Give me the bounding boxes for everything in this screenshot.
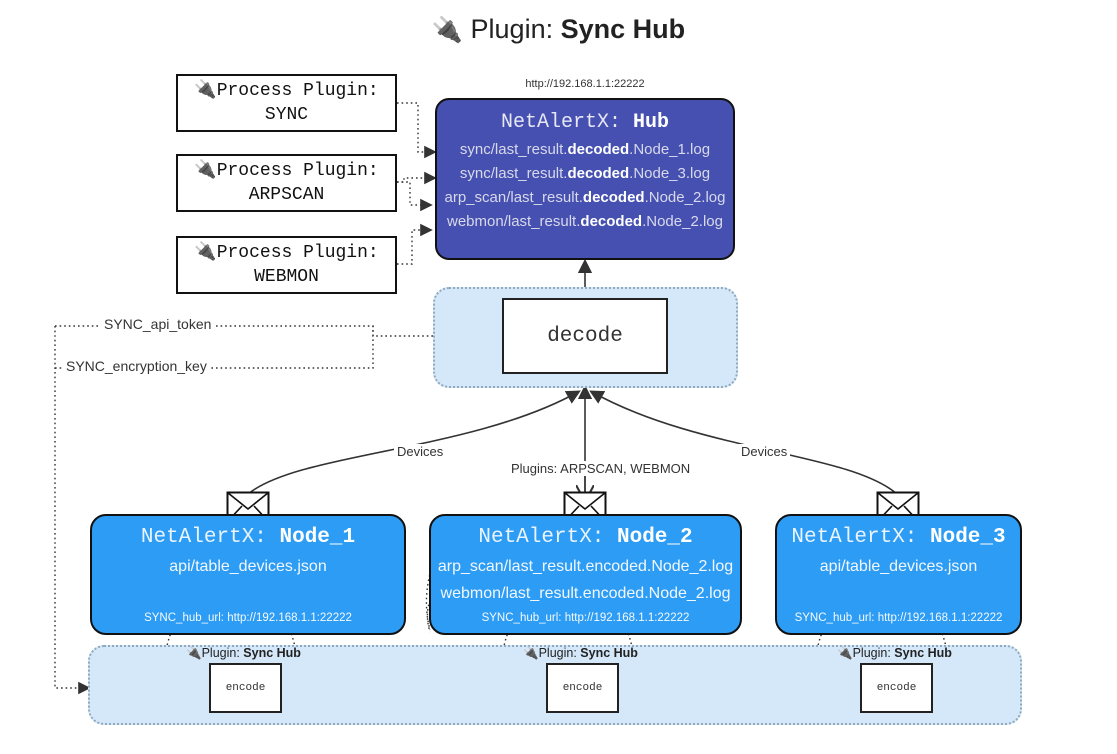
encode-plugin-label-3: 🔌Plugin: Sync Hub — [837, 646, 952, 660]
page-title-prefix: Plugin: — [470, 14, 561, 44]
encode-label-3: encode — [876, 682, 917, 694]
plug-icon: 🔌 — [194, 160, 217, 181]
hub-logline-3: arp_scan/last_result.decoded.Node_2.log — [444, 189, 726, 206]
node-box-2[interactable]: NetAlertX: Node_2 arp_scan/last_result.e… — [429, 514, 742, 635]
node-2-hub-url: SYNC_hub_url: http://192.168.1.1:22222 — [481, 612, 690, 624]
encode-plugin-label-2: 🔌Plugin: Sync Hub — [523, 646, 638, 660]
node-2-title: NetAlertX: Node_2 — [478, 526, 693, 549]
decode-label: decode — [547, 324, 623, 348]
hub-box[interactable]: NetAlertX: Hub sync/last_result.decoded.… — [435, 98, 735, 260]
decode-box[interactable]: decode — [502, 298, 668, 374]
plug-icon: 🔌 — [186, 646, 202, 660]
hub-logline-4: webmon/last_result.decoded.Node_2.log — [447, 213, 723, 230]
encode-label-2: encode — [562, 682, 603, 694]
process-plugin-webmon-line2: WEBMON — [254, 267, 319, 287]
process-plugin-sync-line1: 🔌Process Plugin: — [194, 80, 379, 101]
edge-label-devices-left: Devices — [394, 444, 447, 459]
node-1-line-1: api/table_devices.json — [169, 558, 327, 575]
node-3-line-1: api/table_devices.json — [819, 558, 978, 575]
edge-label-plugins-center: Plugins: ARPSCAN, WEBMON — [508, 461, 694, 476]
page-title: 🔌 Plugin: Sync Hub — [0, 14, 1117, 45]
process-plugin-sync[interactable]: 🔌Process Plugin: SYNC — [176, 74, 397, 132]
encode-label-1: encode — [225, 682, 266, 694]
encode-plugin-label-1: 🔌Plugin: Sync Hub — [186, 646, 301, 660]
encode-box-2[interactable]: encode — [546, 663, 619, 713]
plug-icon: 🔌 — [194, 242, 217, 263]
hub-logline-2: sync/last_result.decoded.Node_3.log — [459, 165, 711, 182]
plug-icon: 🔌 — [431, 16, 464, 44]
process-plugin-webmon[interactable]: 🔌Process Plugin: WEBMON — [176, 236, 397, 294]
process-plugin-sync-line2: SYNC — [264, 105, 309, 125]
edge-label-devices-right: Devices — [738, 444, 791, 459]
page-title-name: Sync Hub — [560, 14, 686, 44]
hub-title: NetAlertX: Hub — [500, 111, 670, 134]
encode-box-3[interactable]: encode — [860, 663, 933, 713]
process-plugin-arpscan-line2: ARPSCAN — [248, 185, 325, 205]
hub-url-label: http://192.168.1.1:22222 — [525, 78, 645, 90]
encode-box-1[interactable]: encode — [209, 663, 282, 713]
node-box-3[interactable]: NetAlertX: Node_3 api/table_devices.json… — [775, 514, 1022, 635]
plug-icon: 🔌 — [837, 646, 853, 660]
sync-api-token-label: SYNC_api_token — [100, 316, 216, 332]
node-1-title: NetAlertX: Node_1 — [140, 526, 356, 549]
node-3-title: NetAlertX: Node_3 — [791, 526, 1006, 549]
node-3-hub-url: SYNC_hub_url: http://192.168.1.1:22222 — [794, 612, 1003, 624]
plug-icon: 🔌 — [194, 80, 217, 101]
process-plugin-arpscan[interactable]: 🔌Process Plugin: ARPSCAN — [176, 154, 397, 212]
node-2-line-2: webmon/last_result.encoded.Node_2.log — [440, 585, 731, 602]
sync-encryption-key-label: SYNC_encryption_key — [62, 358, 211, 374]
node-1-hub-url: SYNC_hub_url: http://192.168.1.1:22222 — [144, 612, 352, 624]
process-plugin-webmon-line1: 🔌Process Plugin: — [194, 242, 379, 263]
hub-logline-1: sync/last_result.decoded.Node_1.log — [459, 141, 711, 158]
process-plugin-arpscan-line1: 🔌Process Plugin: — [194, 160, 379, 181]
node-box-1[interactable]: NetAlertX: Node_1 api/table_devices.json… — [90, 514, 406, 635]
node-2-line-1: arp_scan/last_result.encoded.Node_2.log — [437, 558, 734, 575]
plug-icon: 🔌 — [523, 646, 539, 660]
